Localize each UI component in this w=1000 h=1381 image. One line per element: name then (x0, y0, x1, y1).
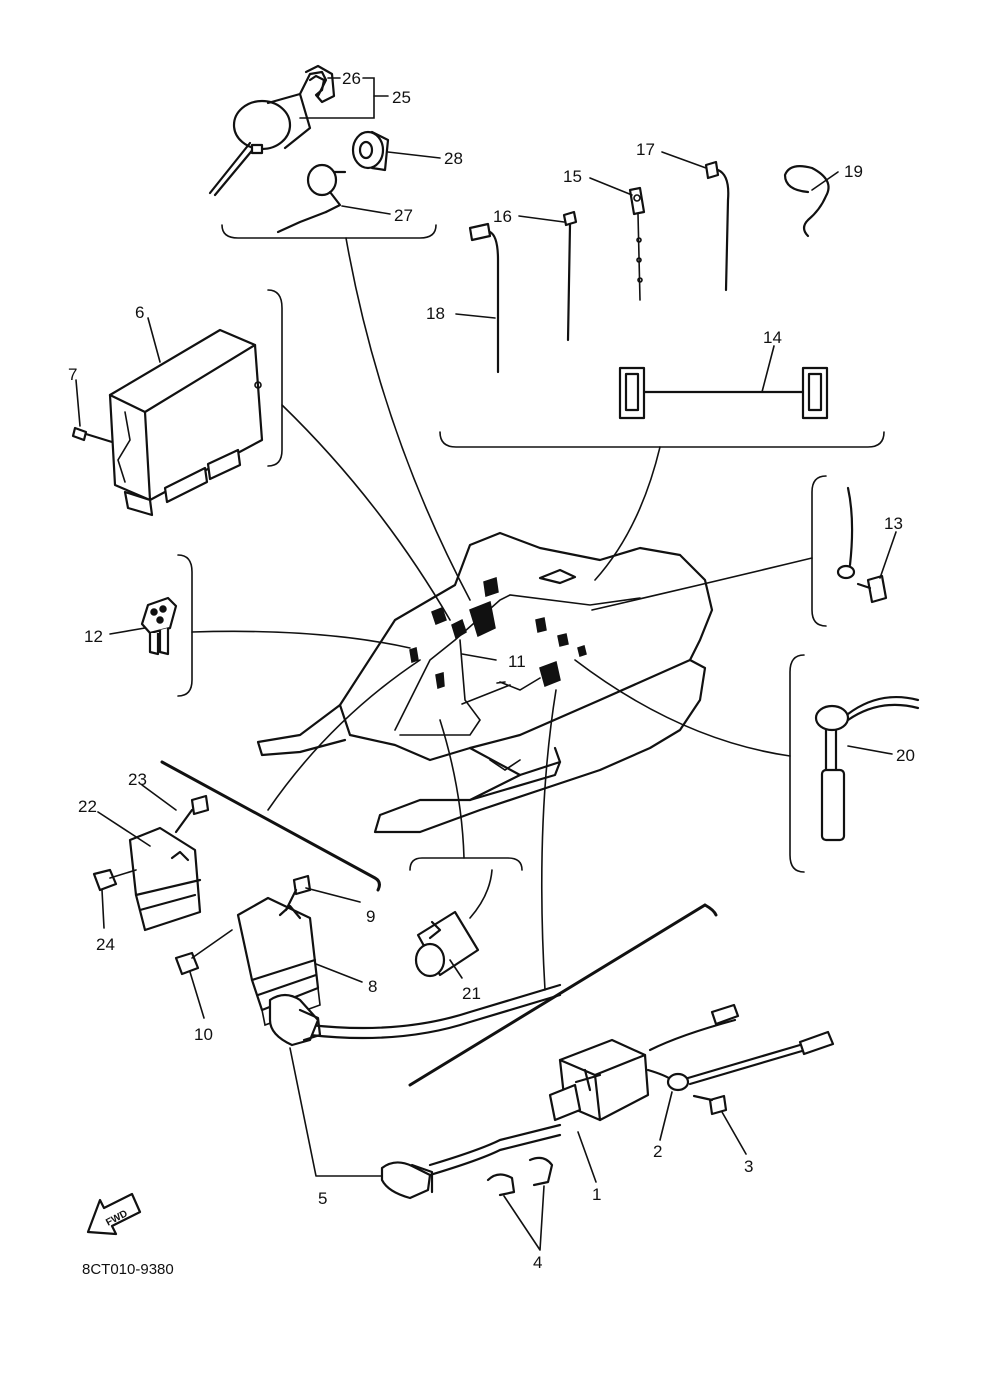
callout-7: 7 (68, 365, 77, 384)
callout-17: 17 (636, 140, 655, 159)
part-5-spark-plug-caps (268, 983, 562, 1200)
callout-28: 28 (444, 149, 463, 168)
part-26-key (304, 64, 336, 104)
callout-24: 24 (96, 935, 115, 954)
part-1-ignition-coil (548, 1038, 650, 1122)
callout-5: 5 (318, 1189, 327, 1208)
part-27-switch (276, 163, 347, 234)
callout-12: 12 (84, 627, 103, 646)
callout-labels: 1 2 3 4 5 6 7 8 9 10 11 12 13 14 15 16 1… (68, 69, 915, 1272)
callout-26: 26 (342, 69, 361, 88)
part-9-bolt (284, 874, 312, 912)
part-21-condenser (414, 869, 493, 978)
part-20-switch-sensor (814, 696, 920, 842)
callout-20: 20 (896, 746, 915, 765)
part-7-bolt (71, 426, 114, 444)
forward-arrow-label: FWD (104, 1208, 129, 1228)
callout-2: 2 (653, 1142, 662, 1161)
part-28-bushing (351, 130, 390, 172)
callout-19: 19 (844, 162, 863, 181)
part-18-cable-tie (468, 222, 500, 374)
part-25-main-switch (208, 70, 328, 197)
part-4-clamps (486, 1156, 554, 1197)
callout-1: 1 (592, 1185, 601, 1204)
callout-18: 18 (426, 304, 445, 323)
part-19-clip (783, 165, 830, 238)
callout-23: 23 (128, 770, 147, 789)
part-23-bolt (174, 794, 210, 834)
callout-8: 8 (368, 977, 377, 996)
callout-4: 4 (533, 1253, 542, 1272)
callout-27: 27 (394, 206, 413, 225)
callout-leaders (75, 77, 897, 1251)
callout-9: 9 (366, 907, 375, 926)
callout-16: 16 (493, 207, 512, 226)
part-16-cable-tie (562, 210, 578, 342)
callout-10: 10 (194, 1025, 213, 1044)
callout-22: 22 (78, 797, 97, 816)
snowmobile-body (256, 531, 714, 834)
callout-14: 14 (763, 328, 782, 347)
part-17-cable-tie (704, 160, 730, 292)
part-3-bolt (692, 1094, 728, 1116)
callout-6: 6 (135, 303, 144, 322)
part-22-regulator (128, 826, 202, 932)
part-6-ecu-box (108, 328, 264, 517)
callout-11: 11 (508, 652, 526, 671)
leader-lines (160, 224, 885, 1087)
part-15-sensor-lead (628, 186, 646, 301)
drawing-code: 8CT010-9380 (82, 1261, 174, 1278)
callout-13: 13 (884, 514, 903, 533)
forward-arrow-icon: FWD (86, 1192, 142, 1236)
callout-21: 21 (462, 984, 481, 1003)
callout-3: 3 (744, 1157, 753, 1176)
part-13-ground-lead (836, 486, 888, 604)
callout-25: 25 (392, 88, 411, 107)
part-14-wire-lead (618, 366, 829, 420)
part-24-nut (92, 868, 137, 892)
part-2-ground-lead (646, 1003, 835, 1092)
part-8-rectifier (236, 896, 321, 1027)
callout-15: 15 (563, 167, 582, 186)
part-12-connector (140, 596, 178, 656)
part-10-nut (174, 929, 233, 976)
